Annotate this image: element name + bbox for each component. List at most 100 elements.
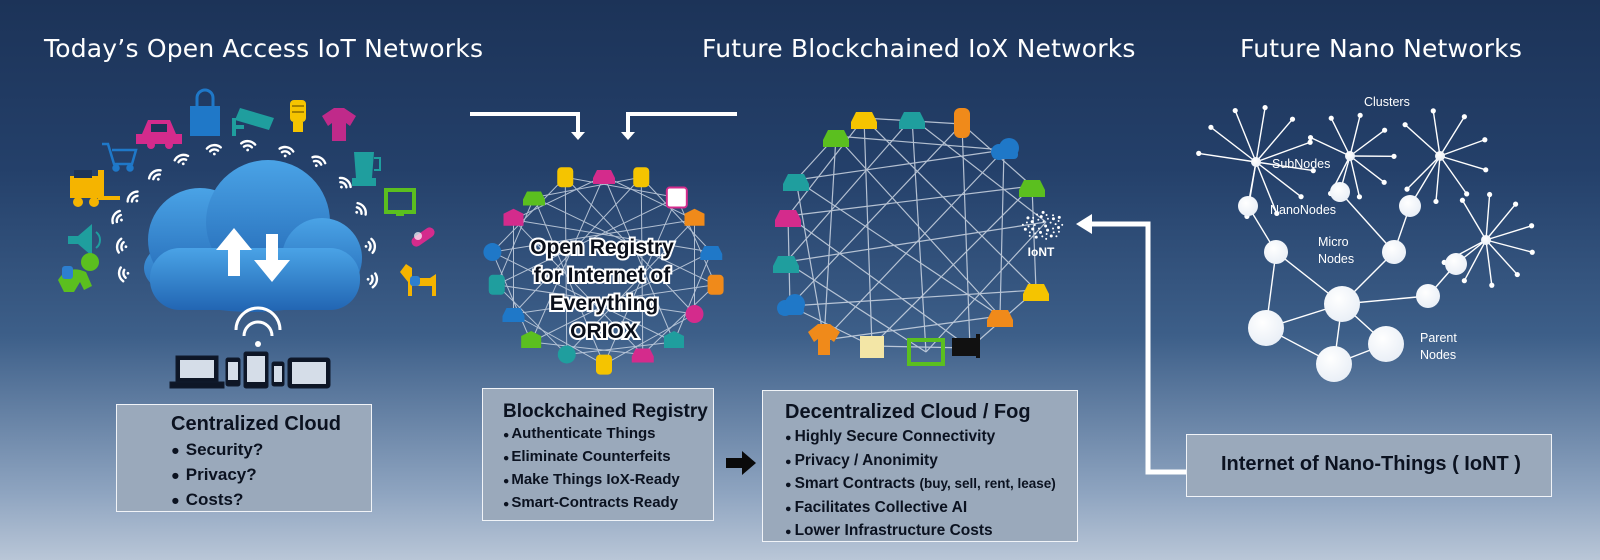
leaf-node [1307, 134, 1314, 141]
list-item: Highly Secure Connectivity [785, 426, 1077, 450]
blender-icon [773, 256, 799, 273]
shopping-bag-icon [190, 88, 220, 136]
pill-icon [411, 227, 435, 247]
iont-node: IoNT [1021, 210, 1064, 259]
wifi-icon [111, 209, 123, 225]
truck-icon [557, 345, 576, 364]
leaf-node [1402, 122, 1408, 128]
bag-icon [483, 243, 502, 262]
tv-icon [521, 330, 542, 348]
light-bulb-icon [633, 167, 650, 188]
title-today-iot: Today’s Open Access IoT Networks [44, 34, 484, 63]
leaf-node [1382, 127, 1388, 133]
list-item: Eliminate Counterfeits [503, 446, 713, 469]
leaf-node [1310, 168, 1316, 174]
registry-ring-icons [483, 167, 724, 375]
jacket-icon [322, 108, 356, 141]
security-camera-icon [232, 108, 274, 136]
bulb-icon [851, 112, 877, 129]
dog-icon [631, 348, 654, 363]
leaf-node [1461, 278, 1467, 284]
car-icon [593, 170, 615, 184]
shopping-cart-icon [102, 142, 138, 172]
list-item: Lower Infrastructure Costs [785, 520, 1077, 544]
merge-arrow-head-right [621, 132, 635, 140]
label-micro-1: Micro [1318, 235, 1349, 249]
leaf-node [1404, 186, 1410, 192]
leaf-node [1208, 124, 1214, 130]
leaf-node [1274, 210, 1280, 217]
leaf-node [1459, 197, 1466, 203]
merge-arrows [470, 112, 737, 134]
leaf-node [1381, 179, 1387, 185]
blockchained-registry-box: Blockchained Registry Authenticate Thing… [482, 388, 714, 521]
camera-icon [783, 174, 809, 191]
pill-icon [685, 305, 704, 323]
bread-icon [665, 186, 688, 209]
nano-node [1248, 310, 1284, 346]
blockchained-registry-list: Authenticate Things Eliminate Counterfei… [503, 423, 713, 515]
label-parent-1: Parent [1420, 331, 1457, 345]
label-nanonodes: NanoNodes [1270, 203, 1336, 217]
car-icon [136, 120, 182, 149]
cloud-icon [777, 294, 805, 316]
iont-box: Internet of Nano-Things ( IoNT ) [1186, 434, 1552, 497]
iont-return-arrow [1076, 214, 1186, 475]
bag-icon [860, 336, 884, 358]
nano-node [1368, 326, 1404, 362]
title-future-iox: Future Blockchained IoX Networks [702, 34, 1136, 63]
jacket-icon [684, 208, 705, 226]
nano-node [1330, 182, 1350, 202]
leaf-node [1298, 194, 1304, 200]
decentralized-cloud-title: Decentralized Cloud / Fog [785, 401, 1031, 423]
nano-node [1345, 151, 1355, 161]
label-micro-2: Nodes [1318, 252, 1354, 266]
wifi-icon [366, 272, 379, 289]
up-down-arrows-icon [216, 228, 290, 282]
decentralized-cloud-box: Decentralized Cloud / Fog Highly Secure … [762, 390, 1078, 542]
wifi-icon [355, 201, 367, 216]
label-parent-2: Nodes [1420, 348, 1456, 362]
pill-icon [775, 210, 801, 227]
leaf-node [1433, 198, 1439, 205]
list-item: Privacy / Anonimity [785, 450, 1077, 474]
registry-label-line-2: for Internet of [534, 264, 671, 287]
list-item: Make Things IoX-Ready [503, 469, 713, 492]
wifi-icon [147, 169, 162, 181]
light-bulb-icon [290, 100, 306, 132]
label-clusters: Clusters [1364, 95, 1410, 109]
wifi-icon [364, 237, 377, 254]
nano-node [1238, 196, 1258, 216]
car-icon [523, 191, 546, 206]
nano-node [1416, 284, 1440, 308]
list-item: Smart-Contracts Ready [503, 492, 713, 515]
wifi-icon [115, 237, 128, 254]
cloud-icon [991, 138, 1019, 160]
leaf-node [1512, 201, 1519, 207]
smart-contracts-label: Smart Contracts [794, 475, 916, 492]
tag-icon [1023, 284, 1049, 301]
merge-arrow-head-left [571, 132, 585, 140]
centralized-cloud-list: Security? Privacy? Costs? [171, 438, 371, 513]
baby-bluetooth-icon [58, 253, 99, 292]
centralized-cloud-title: Centralized Cloud [171, 413, 342, 435]
mesh-network-lines [785, 117, 1047, 353]
cloud-icon [502, 308, 525, 322]
central-cloud [144, 160, 362, 312]
leaf-node [1482, 137, 1488, 143]
nano-node [1264, 240, 1288, 264]
centralized-cloud-box: Centralized Cloud Security? Privacy? Cos… [116, 404, 372, 512]
leaf-node [1196, 150, 1202, 156]
title-future-nano: Future Nano Networks [1240, 34, 1523, 63]
leaf-node [1232, 107, 1238, 114]
leaf-node [1357, 112, 1363, 118]
nano-node [1435, 151, 1445, 161]
decentralized-cloud-list: Highly Secure Connectivity Privacy / Ano… [785, 426, 1077, 544]
connected-devices [169, 306, 331, 389]
nano-node [1316, 346, 1352, 382]
list-item: Facilitates Collective AI [785, 497, 1077, 521]
leaf-node [1514, 271, 1520, 278]
leaf-node [1307, 139, 1313, 145]
list-item: Authenticate Things [503, 423, 713, 446]
